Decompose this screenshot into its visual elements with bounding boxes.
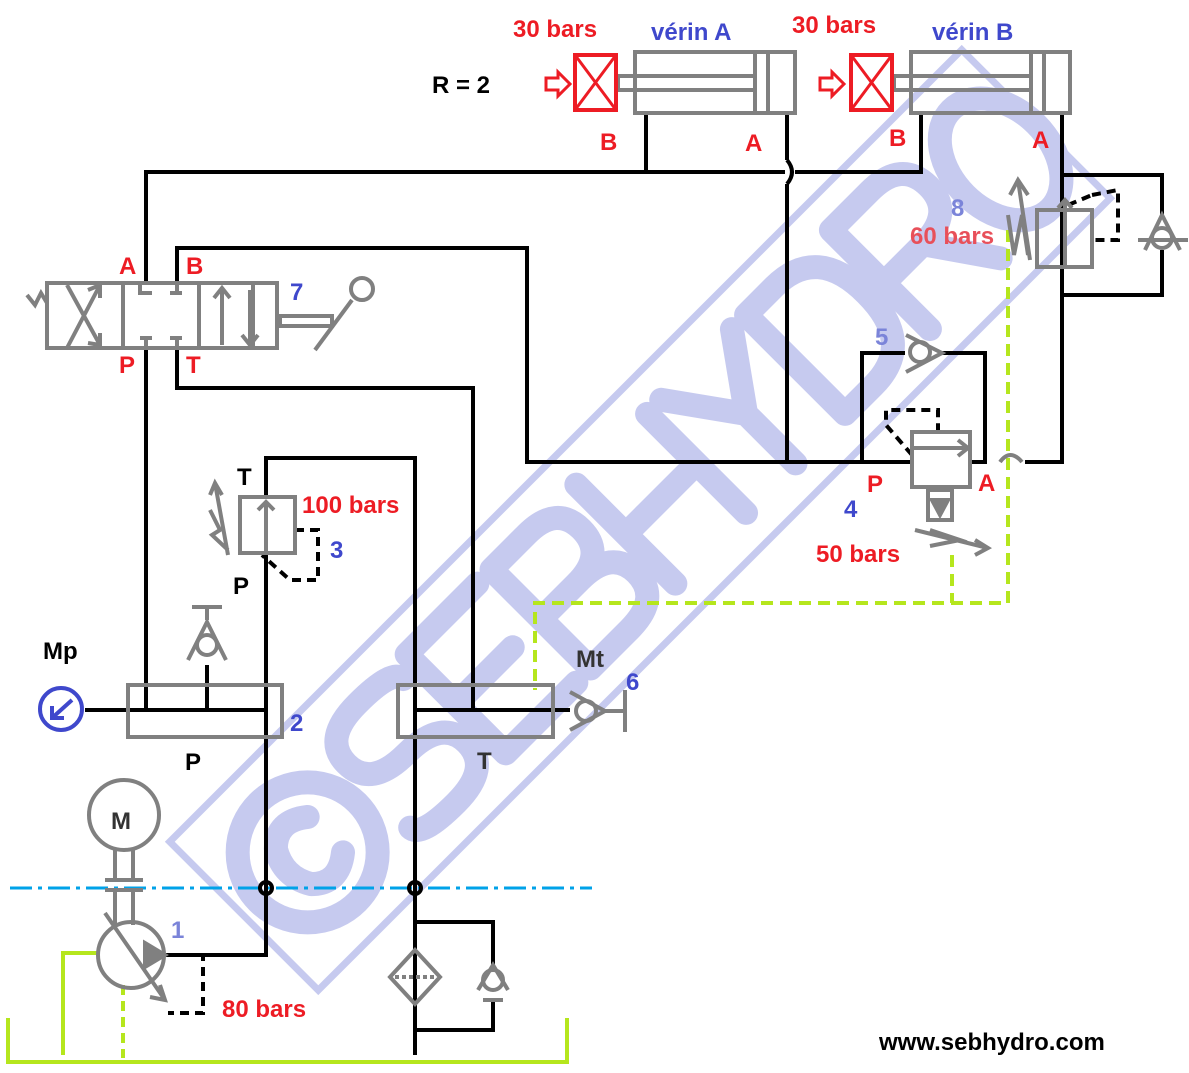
cylinder-b-port-b: B <box>889 125 906 152</box>
cylinder-b-port-a: A <box>1032 127 1049 154</box>
junction <box>258 880 274 896</box>
manifold-t-port: T <box>477 748 492 775</box>
sequence-valve[interactable] <box>1006 176 1188 269</box>
cylinder-a-pressure: 30 bars <box>513 16 597 43</box>
relief-id: 3 <box>330 537 343 564</box>
manifold-p-port: P <box>185 749 201 776</box>
cylinder-b-name: vérin B <box>932 19 1013 46</box>
reducer-pressure: 50 bars <box>816 541 900 568</box>
relief-pressure: 100 bars <box>302 492 399 519</box>
pressure-gauge-mp[interactable] <box>38 686 84 732</box>
cylinder-a-port-b: B <box>600 129 617 156</box>
pipes <box>85 115 1164 1055</box>
relief-port-p: P <box>233 573 249 600</box>
watermark-copyright-icon <box>225 770 390 935</box>
cylinder-a[interactable] <box>544 50 797 115</box>
valve-id: 7 <box>290 279 303 306</box>
sequence-valve-pressure: 60 bars <box>910 223 994 250</box>
cylinder-b-pressure: 30 bars <box>792 12 876 39</box>
reducer-port-p: P <box>867 471 883 498</box>
cylinder-a-port-a: A <box>745 130 762 157</box>
manifold-p[interactable] <box>126 683 284 739</box>
reducer-id: 4 <box>844 496 858 523</box>
gauge-mt-label: Mt <box>576 646 604 673</box>
check-valve-6-id: 6 <box>626 669 639 696</box>
motor[interactable] <box>87 778 161 925</box>
filter[interactable] <box>387 947 443 1007</box>
check-valve-6[interactable] <box>569 690 627 732</box>
cylinder-b[interactable] <box>818 50 1072 115</box>
gauge-mp-label: Mp <box>43 638 78 665</box>
check-valve-id: 5 <box>875 324 888 351</box>
suction-line <box>61 951 97 1055</box>
pump-id: 1 <box>171 917 184 944</box>
junction <box>407 880 423 896</box>
valve-port-b: B <box>186 253 203 280</box>
manifold-p-id: 2 <box>290 710 303 737</box>
drain-lines <box>121 230 1010 1058</box>
watermark <box>164 44 1116 996</box>
reducer-port-a: A <box>978 470 995 497</box>
check-valve-p[interactable] <box>186 605 228 661</box>
relief-port-t: T <box>237 464 252 491</box>
pump-pressure: 80 bars <box>222 996 306 1023</box>
manifold-t[interactable] <box>396 683 555 739</box>
directional-valve[interactable] <box>25 276 375 352</box>
motor-label: M <box>111 808 131 835</box>
crossing-hop <box>998 453 1024 464</box>
check-valve-5[interactable] <box>905 333 947 374</box>
sequence-valve-id: 8 <box>951 195 964 222</box>
cylinder-a-name: vérin A <box>651 19 731 46</box>
pressure-reducer[interactable] <box>910 430 993 557</box>
valve-port-a: A <box>119 253 136 280</box>
website[interactable]: www.sebhydro.com <box>878 1029 1105 1056</box>
relief-valve[interactable] <box>208 478 297 556</box>
tank <box>6 1018 569 1064</box>
pump[interactable] <box>96 911 169 1003</box>
valve-port-t: T <box>186 352 201 379</box>
check-valve-filter[interactable] <box>476 961 510 1002</box>
valve-port-p: P <box>119 352 135 379</box>
ratio-label: R = 2 <box>432 72 490 99</box>
